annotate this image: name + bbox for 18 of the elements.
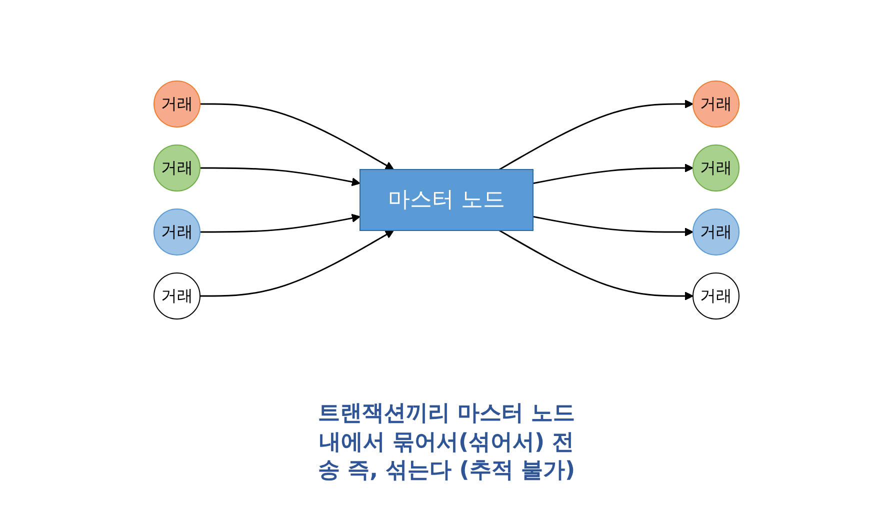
node-circle: 거래 — [154, 80, 200, 128]
node-circle: 거래 — [692, 272, 740, 320]
arrow — [200, 230, 394, 297]
arrow — [532, 216, 694, 236]
arrow — [200, 167, 360, 186]
arrow — [200, 103, 394, 170]
node-circle: 거래 — [692, 208, 740, 256]
node-circle: 거래 — [154, 208, 200, 256]
node-circle: 거래 — [154, 144, 200, 192]
note-text: 트랜잭션끼리 마스터 노드 내에서 묶어서(섞어서) 전송 즉, 섞는다 (추적 불가) — [316, 400, 576, 486]
arrow — [499, 100, 694, 170]
node-circle: 거래 — [692, 80, 740, 128]
arrow — [499, 230, 694, 300]
arrow — [200, 214, 360, 233]
node-circle: 거래 — [154, 272, 200, 320]
node-circle: 거래 — [692, 144, 740, 192]
arrow — [532, 164, 694, 184]
node-box: 마스터 노드 — [360, 169, 534, 231]
